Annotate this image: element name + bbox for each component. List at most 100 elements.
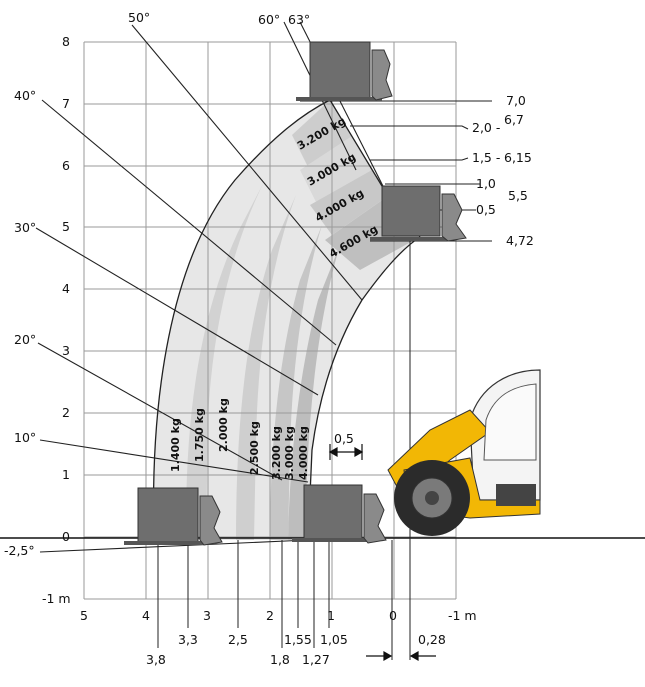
y-axis-labels: 8 7 6 5 4 3 2 1 0 -1 m [42, 34, 71, 606]
x-tick-4: 4 [142, 608, 150, 623]
reach-label-0-28: 0,28 [418, 632, 446, 647]
x-tick-1: 1 [327, 608, 335, 623]
pallet-left [124, 487, 223, 546]
load-label-3200: 3.200 kg [270, 426, 283, 480]
x-tick-3: 3 [203, 608, 211, 623]
leader-1-5 [370, 157, 469, 161]
ground-load-labels: 1.400 kg 1.750 kg 2.000 kg 2.500 kg 3.20… [169, 398, 310, 480]
reach-label-3-8: 3,8 [146, 652, 166, 667]
angle-line-m2-5 [39, 539, 309, 553]
pallet-top [296, 41, 393, 101]
pallet-mid-box [381, 185, 441, 237]
cab-window [483, 383, 537, 461]
height-label-2-0: 2,0 - [472, 120, 500, 135]
dim-0-5-arrow-right [354, 446, 364, 458]
pallet-mid-carriage [441, 193, 467, 242]
angle-label-m2-5: -2,5° [4, 543, 35, 558]
y-tick-8: 8 [62, 34, 70, 49]
zone-arc-1 [292, 100, 352, 175]
x-tick-5: 5 [80, 608, 88, 623]
pallet-top-box [309, 41, 371, 99]
angle-line-40 [41, 99, 337, 346]
angle-line-30 [35, 227, 319, 396]
height-label-5-5: 5,5 [508, 188, 528, 203]
reach-label-1-27: 1,27 [302, 652, 330, 667]
reach-label-2-5: 2,5 [228, 632, 248, 647]
zone-band-3 [270, 225, 322, 540]
pallet-mid-fork [370, 237, 450, 241]
y-tick-5: 5 [62, 219, 70, 234]
y-tick-m1: -1 m [42, 591, 71, 606]
angle-label-50: 50° [128, 10, 150, 25]
height-label-6-7: 6,7 [504, 112, 524, 127]
angle-label-20: 20° [14, 332, 36, 347]
zone-arc-3 [310, 170, 388, 235]
load-label-2000: 2.000 kg [217, 398, 230, 452]
reach-label-1-55: 1,55 [284, 632, 312, 647]
load-label-1400: 1.400 kg [169, 418, 182, 472]
reach-value-labels: 3,8 3,3 2,5 1,8 1,55 1,27 1,05 0,28 [146, 632, 446, 667]
y-tick-6: 6 [62, 158, 70, 173]
envelope-inner [307, 236, 421, 541]
zone-arc-2 [300, 136, 372, 210]
zone-band-1 [185, 180, 265, 540]
y-tick-2: 2 [62, 405, 70, 420]
height-label-1-5: 1,5 - [472, 150, 500, 165]
angle-label-30: 30° [14, 220, 36, 235]
load-label-1750: 1.750 kg [193, 408, 206, 462]
x-tick-m1: -1 m [448, 608, 477, 623]
angle-label-63: 63° [288, 12, 310, 27]
angle-line-20 [37, 342, 283, 481]
y-tick-7: 7 [62, 96, 70, 111]
y-tick-0: 0 [62, 529, 70, 544]
height-value-labels: 7,0 6,7 6,15 5,5 4,72 2,0 - 1,5 - 1,0 0,… [472, 93, 534, 248]
height-label-1-0: 1,0 [476, 176, 496, 191]
dim-0-5-arrow-left [328, 446, 338, 458]
angle-line-10 [39, 439, 309, 483]
x-tick-2: 2 [266, 608, 274, 623]
angle-label-40: 40° [14, 88, 36, 103]
dimension-arrows [328, 444, 436, 662]
pallet-right [292, 484, 387, 544]
envelope-outline [152, 99, 331, 541]
load-label-2500: 2.500 kg [248, 421, 261, 475]
height-label-0-5: 0,5 [476, 202, 496, 217]
pallet-top-fork [296, 97, 382, 101]
load-zones [153, 100, 420, 540]
y-tick-1: 1 [62, 467, 70, 482]
pallet-top-carriage [371, 49, 393, 101]
angle-label-60: 60° [258, 12, 280, 27]
pallet-right-fork [292, 538, 372, 542]
pallet-left-box [137, 487, 199, 545]
reach-label-3-3: 3,3 [178, 632, 198, 647]
load-label-4000: 4.000 kg [297, 426, 310, 480]
reach-label-1-05: 1,05 [320, 632, 348, 647]
height-label-4-72: 4,72 [506, 233, 534, 248]
x-axis-labels: 5 4 3 2 1 0 -1 m [80, 608, 477, 623]
leader-2-0 [350, 125, 469, 130]
front-hub [425, 491, 439, 505]
height-label-7-0: 7,0 [506, 93, 526, 108]
pallet-left-carriage [199, 495, 223, 546]
telehandler-grille [496, 484, 536, 506]
zone-band-4 [288, 245, 340, 540]
angle-labels: 63° 60° 50° 40° 30° 20° 10° -2,5° [4, 10, 310, 558]
y-tick-4: 4 [62, 281, 70, 296]
reach-label-1-8: 1,8 [270, 652, 290, 667]
zone-band-2 [236, 195, 296, 540]
dim-0-28-arrow-l [383, 650, 393, 662]
pallet-right-carriage [363, 493, 387, 544]
dim-0-28-arrow-r [409, 650, 419, 662]
pallet-right-box [303, 484, 363, 542]
dimension-label-0-5: 0,5 [334, 431, 354, 446]
pallet-left-fork [124, 541, 210, 545]
height-label-6-15: 6,15 [504, 150, 532, 165]
x-tick-0: 0 [389, 608, 397, 623]
y-tick-3: 3 [62, 343, 70, 358]
pallet-mid [370, 185, 467, 242]
telehandler [387, 369, 541, 536]
angle-line-50 [131, 24, 363, 301]
load-label-3000: 3.000 kg [283, 426, 296, 480]
